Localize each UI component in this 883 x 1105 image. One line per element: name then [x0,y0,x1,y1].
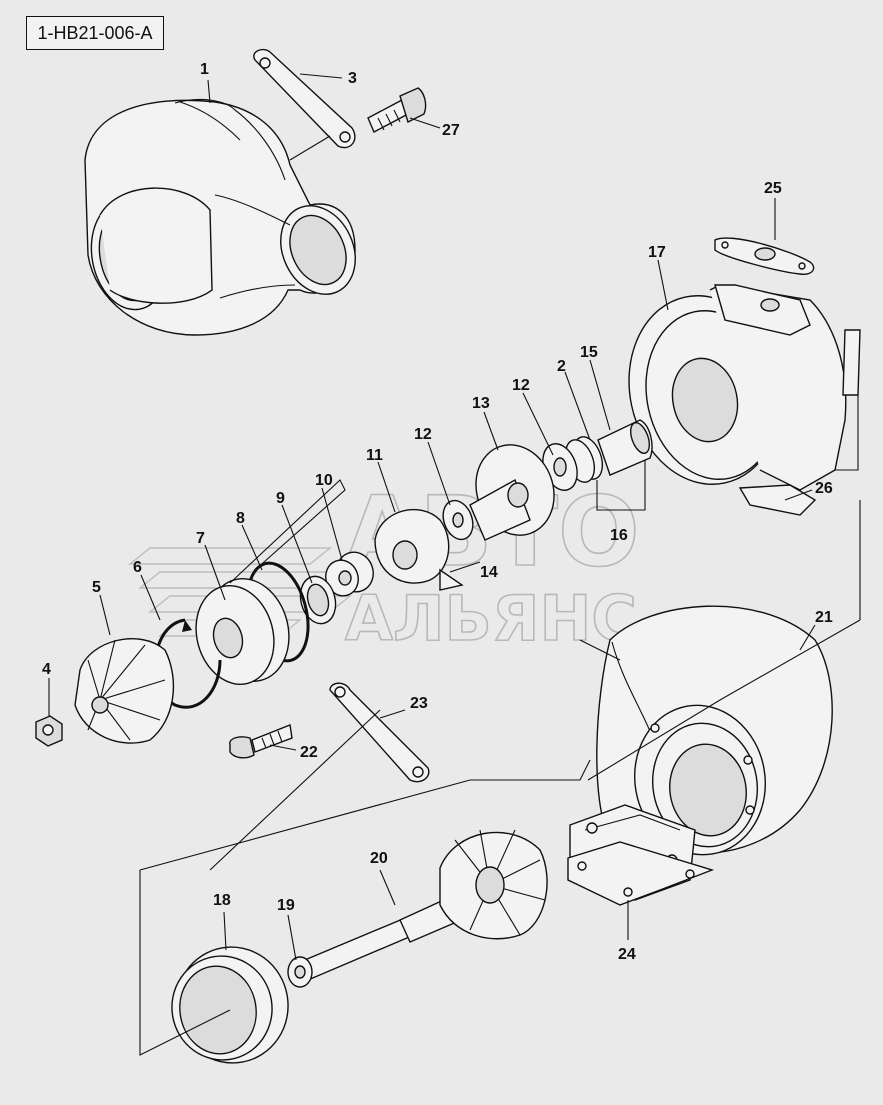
part-spacer-15 [597,419,653,476]
part-bearing-housing-17 [628,284,861,516]
assembly-lines [139,135,861,1056]
callout-16: 16 [610,527,628,544]
part-seal-ring-9 [299,575,337,625]
callout-1: 1 [200,61,209,78]
part-retaining-ring-6 [153,618,222,709]
callout-labels: 1 2 3 4 5 6 7 8 9 10 11 12 12 13 14 15 1… [42,61,833,963]
part-thrust-collar-13 [469,444,555,541]
part-nut-4 [35,715,63,747]
part-backplate-7 [195,578,290,685]
callout-13: 13 [472,395,490,412]
watermark-text-bottom: АЛЬЯНС [345,582,637,655]
callout-20: 20 [370,850,388,867]
callout-14: 14 [480,564,498,581]
callout-27: 27 [442,122,460,139]
callout-21: 21 [815,609,833,626]
part-bracket-23 [329,682,430,783]
callout-26: 26 [815,480,833,497]
part-washer-12-left [442,499,474,541]
part-insert-10 [325,551,374,597]
part-gasket-25 [714,237,815,276]
callout-12-left: 12 [414,426,432,443]
callout-22: 22 [300,744,318,761]
callout-18: 18 [213,892,231,909]
part-oil-deflector-11 [374,509,464,591]
callout-19: 19 [277,897,295,914]
callout-leaders [48,73,816,961]
figure-code-label: 1-HB21-006-A [26,16,164,50]
callout-8: 8 [236,510,245,527]
part-compressor-housing [84,98,356,336]
callout-3: 3 [348,70,357,87]
part-heat-shield-18 [171,946,289,1064]
part-bolt-27 [367,87,427,133]
callout-24: 24 [618,946,636,963]
callout-23: 23 [410,695,428,712]
part-gasket-24 [567,841,715,906]
part-compressor-wheel-5 [74,638,175,744]
callout-7: 7 [196,530,205,547]
callout-5: 5 [92,579,101,596]
part-seal-ring-19 [287,956,313,988]
callout-10: 10 [315,472,333,489]
callout-17: 17 [648,244,666,261]
callout-9: 9 [276,490,285,507]
callout-4: 4 [42,661,51,678]
callout-25: 25 [764,180,782,197]
callout-11: 11 [366,447,383,464]
part-bracket-top [253,48,356,149]
part-turbine-wheel-shaft-20 [299,829,548,981]
callout-12-right: 12 [512,377,530,394]
callout-15: 15 [580,344,598,361]
callout-6: 6 [133,559,142,576]
callout-2: 2 [557,358,566,375]
part-bolt-22 [229,724,293,759]
